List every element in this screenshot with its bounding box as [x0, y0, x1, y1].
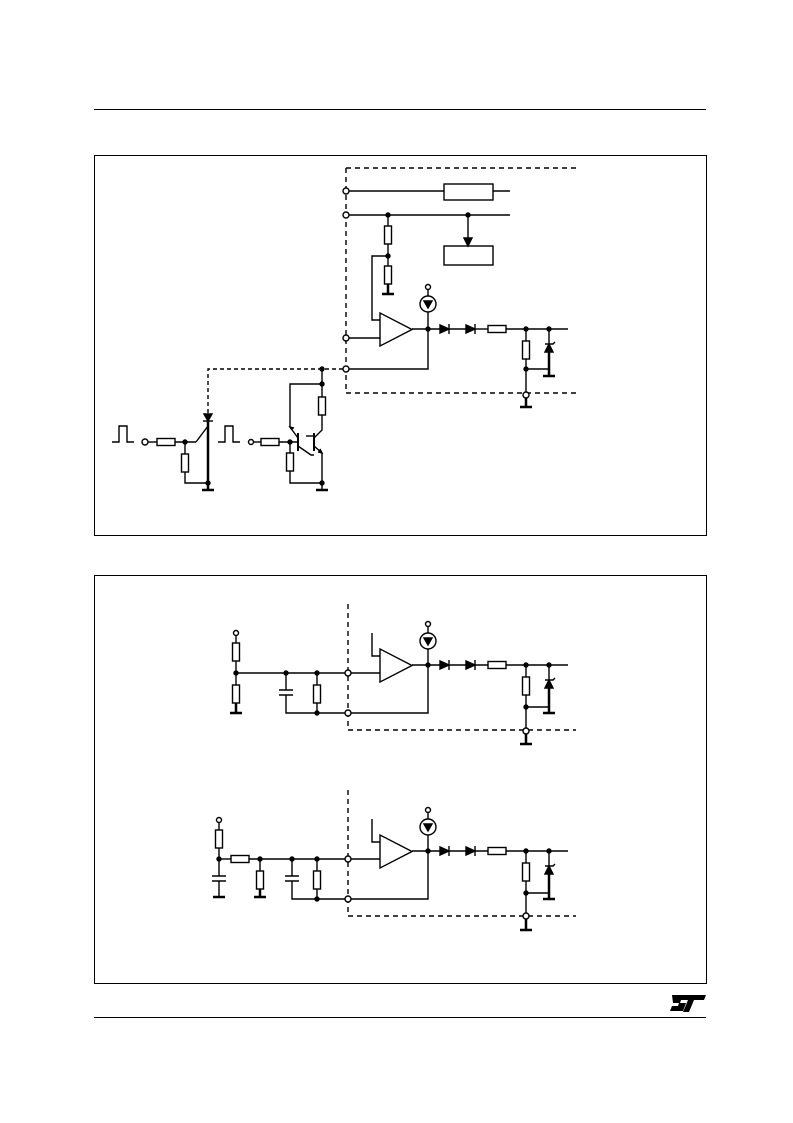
resistor	[312, 684, 322, 704]
terminal-pin	[342, 211, 350, 219]
st-logo-icon	[670, 995, 706, 1012]
terminal-pin	[342, 365, 350, 373]
resistor	[312, 870, 322, 890]
terminal-pin	[344, 895, 352, 903]
resistor	[230, 854, 250, 864]
block-box	[443, 245, 494, 266]
resistor	[156, 437, 176, 447]
resistor	[521, 340, 531, 360]
figure-1-frame	[94, 155, 707, 536]
diode	[439, 323, 451, 335]
figure-1-schematic	[112, 167, 576, 492]
figure-2-frame	[94, 575, 707, 984]
footer-rule	[94, 1017, 706, 1018]
figure-2a-schematic	[230, 604, 576, 746]
resistor	[260, 437, 280, 447]
resistor	[317, 396, 327, 416]
op-amp	[379, 647, 414, 684]
terminal-pin	[522, 912, 530, 920]
terminal-pin	[522, 727, 530, 735]
terminal-pin	[342, 187, 350, 195]
diode	[465, 845, 477, 857]
terminal-pin	[522, 391, 530, 399]
resistor	[231, 642, 241, 662]
ic-boundary	[347, 604, 576, 731]
resistor	[285, 452, 295, 472]
diode	[465, 659, 477, 671]
diode	[439, 845, 451, 857]
zener-diode	[543, 342, 555, 353]
resistor	[521, 676, 531, 696]
terminal-pin	[344, 669, 352, 677]
resistor	[214, 829, 224, 849]
diode	[465, 323, 477, 335]
thyristor	[202, 413, 214, 423]
capacitor	[279, 673, 348, 714]
ic-boundary	[347, 790, 576, 917]
figure-2b-schematic	[212, 790, 576, 932]
resistor	[487, 846, 507, 856]
resistor	[255, 870, 265, 890]
resistor	[231, 684, 241, 704]
arrow-icon	[462, 237, 474, 248]
resistor	[180, 453, 190, 473]
op-amp	[379, 833, 414, 870]
resistor	[521, 862, 531, 882]
capacitor	[212, 848, 226, 897]
terminal-pin	[344, 855, 352, 863]
diode	[439, 659, 451, 671]
zener-diode	[543, 864, 555, 875]
resistor	[383, 265, 393, 285]
resistor	[487, 660, 507, 670]
header-rule	[94, 109, 706, 110]
terminal-pin	[344, 709, 352, 717]
zener-diode	[543, 678, 555, 689]
pulse-icon	[218, 425, 240, 443]
op-amp	[379, 311, 414, 348]
capacitor	[285, 859, 348, 900]
terminal-pin	[342, 334, 350, 342]
resistor	[383, 225, 393, 245]
ic-boundary	[345, 167, 576, 394]
pulse-icon	[112, 425, 134, 443]
block-box	[443, 183, 494, 201]
resistor	[487, 324, 507, 334]
